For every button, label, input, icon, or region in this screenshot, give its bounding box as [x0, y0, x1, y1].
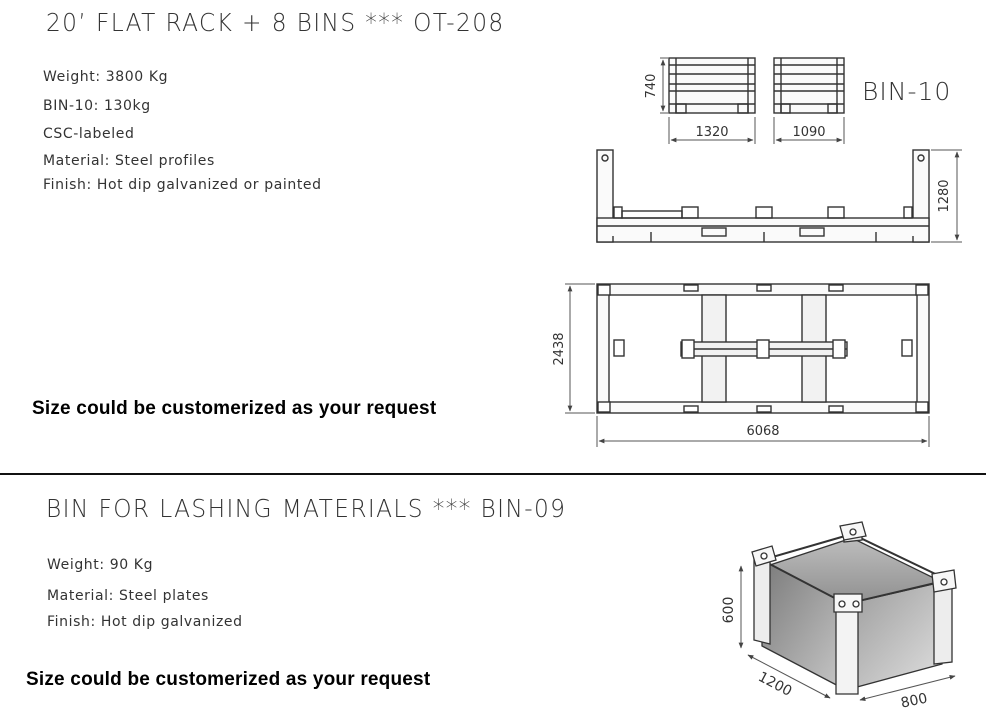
- bin09-height-label: 600: [721, 597, 737, 624]
- bin10-height-label: 740: [644, 74, 659, 99]
- rack-plan-dimensions: [565, 283, 930, 447]
- bin09-spec-material: Material: Steel plates: [47, 588, 209, 604]
- bin09-length-label: 1200: [755, 669, 794, 700]
- spec-finish: Finish: Hot dip galvanized or painted: [43, 177, 322, 193]
- flat-rack-drawings: 740 1320 1090 BIN-10 1280: [552, 57, 962, 447]
- customize-note-bottom: Size could be customerized as your reque…: [26, 669, 431, 690]
- bin09-spec-weight: Weight: 90 Kg: [47, 557, 154, 573]
- spec-material: Material: Steel profiles: [43, 153, 215, 169]
- spec-weight: Weight: 3800 Kg: [43, 69, 169, 85]
- flat-rack-plan-view: [596, 283, 930, 414]
- rack-height-label: 1280: [937, 179, 952, 212]
- customize-note-top: Size could be customerized as your reque…: [32, 398, 437, 419]
- bin09-width-label: 800: [899, 690, 928, 711]
- bin10-width-label: 1090: [792, 125, 825, 140]
- bin10-label: BIN-10: [862, 77, 951, 106]
- rack-width-label: 2438: [552, 332, 567, 365]
- bin09-spec-finish: Finish: Hot dip galvanized: [47, 614, 243, 630]
- rack-length-label: 6068: [746, 424, 779, 439]
- bin10-length-label: 1320: [695, 125, 728, 140]
- spec-csc: CSC-labeled: [43, 126, 135, 142]
- section-divider: [0, 473, 986, 475]
- bin10-front-view: [668, 57, 756, 114]
- flat-rack-title: 20’ FLAT RACK + 8 BINS *** OT-208: [46, 8, 505, 37]
- bin10-side-view: [773, 57, 845, 114]
- bin10-dimensions: [660, 57, 845, 144]
- flat-rack-side-view: [596, 149, 930, 243]
- bin09-dimensions: [738, 565, 956, 702]
- spec-bin10-weight: BIN-10: 130kg: [43, 98, 151, 114]
- lashing-bin-title: BIN FOR LASHING MATERIALS *** BIN-09: [46, 494, 567, 523]
- rack-height-dimension: [931, 149, 962, 243]
